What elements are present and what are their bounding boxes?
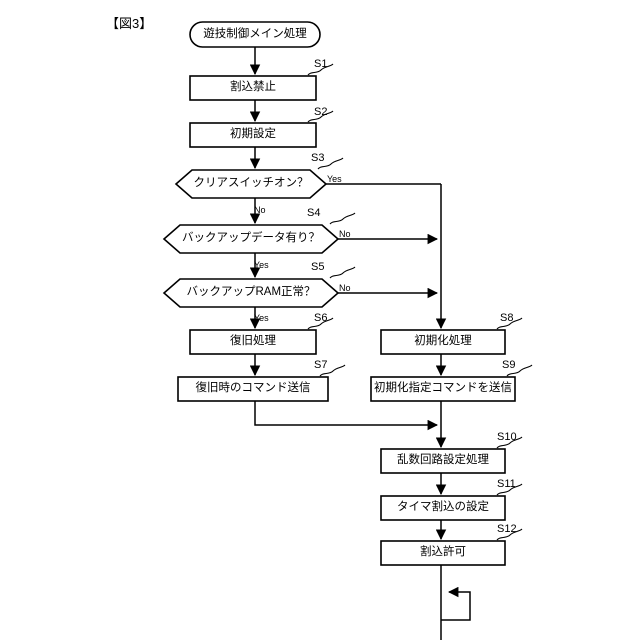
step-label-s4: S4 xyxy=(307,207,321,219)
edge-loop-back xyxy=(441,586,471,621)
figure-number: 【図3】 xyxy=(106,16,153,31)
step-label-s6: S6 xyxy=(314,312,328,324)
leader-s7 xyxy=(319,364,346,377)
node-s11-process xyxy=(380,495,506,521)
node-s12-process xyxy=(380,540,506,566)
branch-label-s3-yes: Yes xyxy=(327,174,342,184)
step-label-s12: S12 xyxy=(497,523,517,535)
step-label-s5: S5 xyxy=(311,261,325,273)
leader-s9 xyxy=(506,364,533,377)
node-s7-process xyxy=(177,376,329,402)
leader-s12 xyxy=(496,528,523,541)
node-s4-decision xyxy=(162,224,340,254)
step-label-s2: S2 xyxy=(314,106,328,118)
step-label-s1: S1 xyxy=(314,58,328,70)
edge-s7-merge xyxy=(254,401,439,431)
node-s5-decision xyxy=(162,278,340,308)
branch-label-s5-yes: Yes xyxy=(254,313,269,323)
node-s8-process xyxy=(380,329,506,355)
node-s1-process xyxy=(189,75,317,101)
leader-s6 xyxy=(307,317,334,330)
leader-s10 xyxy=(496,436,523,449)
leader-s3 xyxy=(317,157,344,170)
step-label-s9: S9 xyxy=(502,359,516,371)
branch-label-s4-yes: Yes xyxy=(254,260,269,270)
branch-label-s4-no: No xyxy=(339,229,351,239)
leader-s1 xyxy=(307,63,334,76)
step-label-s8: S8 xyxy=(500,312,514,324)
step-label-s7: S7 xyxy=(314,359,328,371)
step-label-s11: S11 xyxy=(497,478,516,490)
leader-s5 xyxy=(329,266,356,279)
node-s2-process xyxy=(189,122,317,148)
node-s10-process xyxy=(380,448,506,474)
leader-s8 xyxy=(496,317,523,330)
node-s6-process xyxy=(189,329,317,355)
node-s9-process xyxy=(370,376,516,402)
branch-label-s3-no: No xyxy=(254,205,266,215)
node-start-terminator xyxy=(189,21,321,48)
branch-label-s5-no: No xyxy=(339,283,351,293)
leader-s2 xyxy=(307,110,334,123)
step-label-s3: S3 xyxy=(311,152,325,164)
leader-s11 xyxy=(496,483,523,496)
step-label-s10: S10 xyxy=(497,431,517,443)
node-s3-decision xyxy=(174,169,328,199)
leader-s4 xyxy=(329,212,356,225)
